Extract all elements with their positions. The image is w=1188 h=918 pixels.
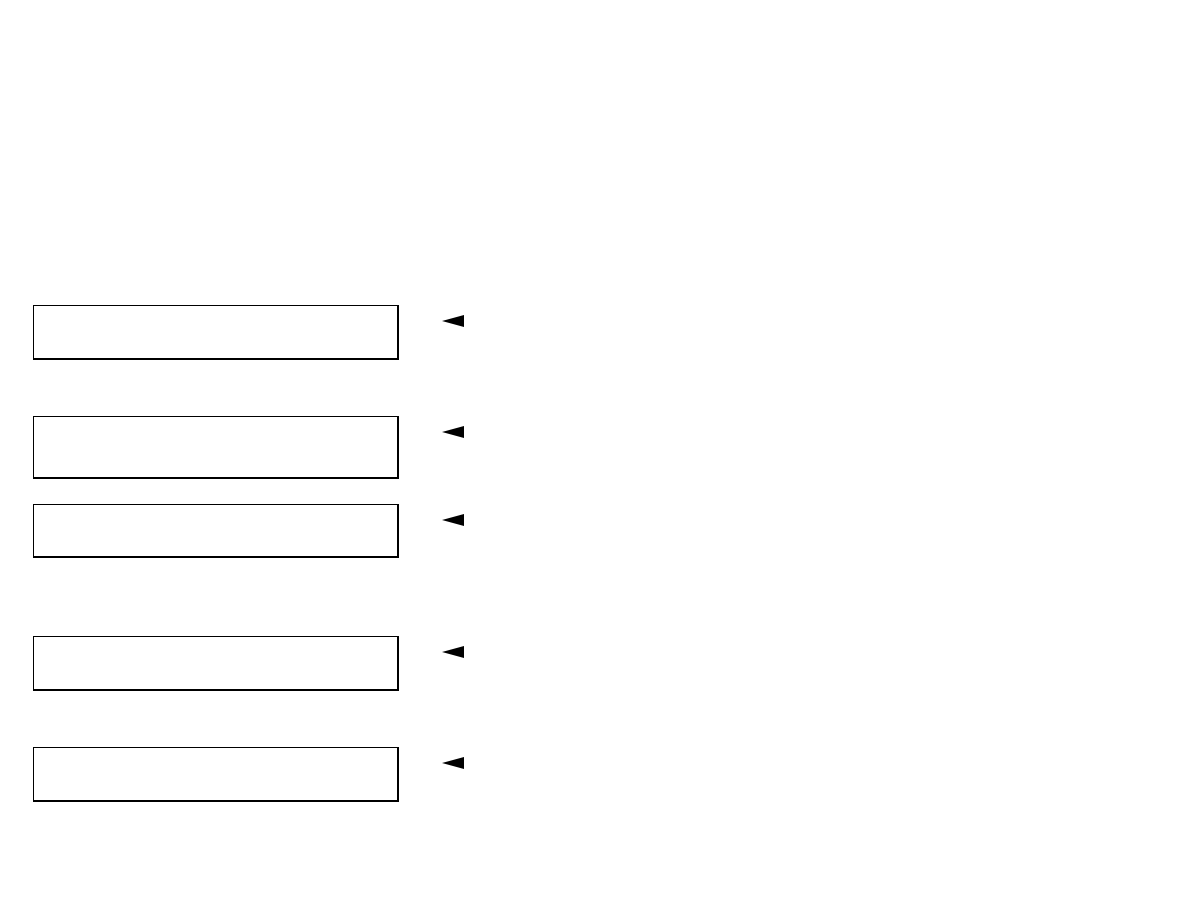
text-field-2[interactable] bbox=[33, 416, 399, 479]
left-triangle-icon bbox=[442, 314, 464, 328]
left-triangle-icon bbox=[442, 756, 464, 770]
left-triangle-icon bbox=[442, 425, 464, 439]
text-field-5[interactable] bbox=[33, 747, 399, 802]
text-field-1[interactable] bbox=[33, 305, 399, 360]
text-field-4[interactable] bbox=[33, 636, 399, 691]
left-triangle-icon bbox=[442, 645, 464, 659]
text-field-3[interactable] bbox=[33, 504, 399, 558]
left-triangle-icon bbox=[442, 513, 464, 527]
